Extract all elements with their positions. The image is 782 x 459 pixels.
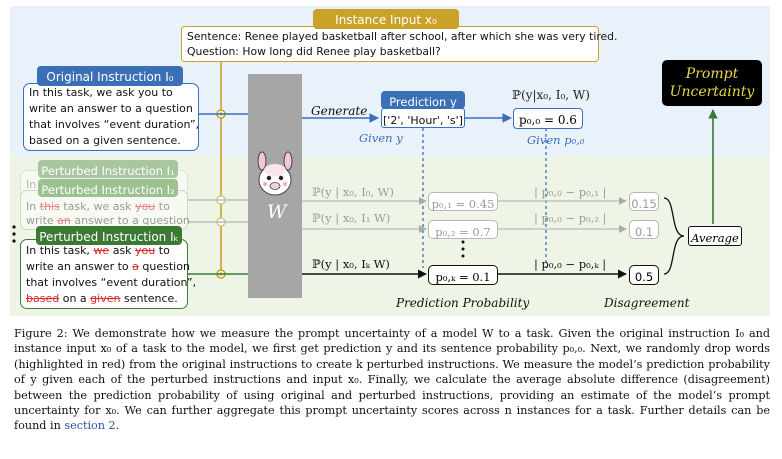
- brace: [663, 197, 685, 275]
- prob-row-2-diff: | p₀,₀ − p₀,₂ |: [534, 211, 607, 225]
- prob-row-1-value: p₀,₁ = 0.45: [428, 192, 498, 211]
- prompt-uncertainty-box: Prompt Uncertainty: [662, 60, 762, 106]
- original-instruction-label: Original Instruction I₀: [37, 66, 183, 86]
- disagreement-label: Disagreement: [604, 296, 690, 310]
- pk-line-2: write an answer to a question: [26, 260, 190, 273]
- ellipsis-icon: [12, 225, 16, 229]
- perturbed-k-label: Perturbed Instruction Iₖ: [36, 226, 182, 245]
- dis-row-2: 0.1: [629, 220, 659, 239]
- llama-icon: [257, 151, 293, 196]
- prob-row-1-diff: | p₀,₀ − p₀,₁ |: [534, 185, 607, 199]
- prob-row-k-value: p₀,ₖ = 0.1: [428, 265, 498, 285]
- orig-line-1: In this task, we ask you to: [29, 86, 173, 99]
- model-label: W: [267, 201, 287, 223]
- section-link[interactable]: section 2: [64, 419, 116, 433]
- prob-row-2-expr: ℙ(y | x₀, I₁ W): [312, 211, 391, 225]
- given-y-label: Given y: [359, 131, 403, 145]
- prob-row-2-value: p₀,₂ = 0.7: [428, 220, 498, 239]
- average-box: Average: [688, 226, 742, 246]
- generate-label: Generate: [311, 104, 368, 118]
- instance-input-box: Sentence: Renee played basketball after …: [181, 26, 617, 62]
- given-p00-label: Given p₀,₀: [527, 133, 585, 147]
- perturbed-k-box: In this task, we ask you to write an ans…: [20, 239, 196, 309]
- pk-line-3: that involves “event duration”,: [26, 276, 197, 289]
- instance-sentence: Sentence: Renee played basketball after …: [187, 30, 618, 43]
- prediction-value-box: ['2', 'Hour', 's']: [381, 108, 465, 128]
- prob-original-box: p₀,₀ = 0.6: [513, 108, 583, 129]
- pk-line-4: based on a given sentence.: [26, 292, 178, 305]
- dis-row-1: 0.15: [629, 192, 659, 211]
- prob-row-1-expr: ℙ(y | x₀, I₀, W): [312, 185, 394, 199]
- caption-text: Figure 2: We demonstrate how we measure …: [14, 327, 770, 433]
- prob-row-k-diff: | p₀,₀ − p₀,ₖ |: [534, 257, 607, 271]
- perturbed-1-label: Perturbed Instruction I₁: [38, 160, 178, 178]
- original-instruction-box: In this task, we ask you to write an ans…: [23, 83, 199, 151]
- p2-line-2: write an answer to a question: [26, 214, 190, 225]
- perturbed-2-label: Perturbed Instruction I₂: [38, 179, 178, 197]
- prediction-label: Prediction y: [381, 91, 465, 109]
- dis-row-k: 0.5: [629, 265, 659, 285]
- orig-line-4: based on a given sentence.: [29, 134, 181, 147]
- prediction-probability-label: Prediction Probability: [396, 296, 530, 310]
- figure-caption: Figure 2: We demonstrate how we measure …: [14, 327, 770, 433]
- p2-line-1: In this task, we ask you to: [26, 200, 170, 213]
- orig-line-3: that involves “event duration”,: [29, 118, 200, 131]
- instance-input-label: Instance Input x₀: [313, 9, 459, 29]
- orig-line-2: write an answer to a question: [29, 102, 193, 115]
- instance-question: Question: How long did Renee play basket…: [187, 45, 441, 58]
- prob-row-k-expr: ℙ(y | x₀, Iₖ W): [312, 257, 390, 271]
- prob-original-header: ℙ(y|x₀, I₀, W): [512, 88, 590, 102]
- pk-line-1: In this task, we ask you to: [26, 244, 170, 257]
